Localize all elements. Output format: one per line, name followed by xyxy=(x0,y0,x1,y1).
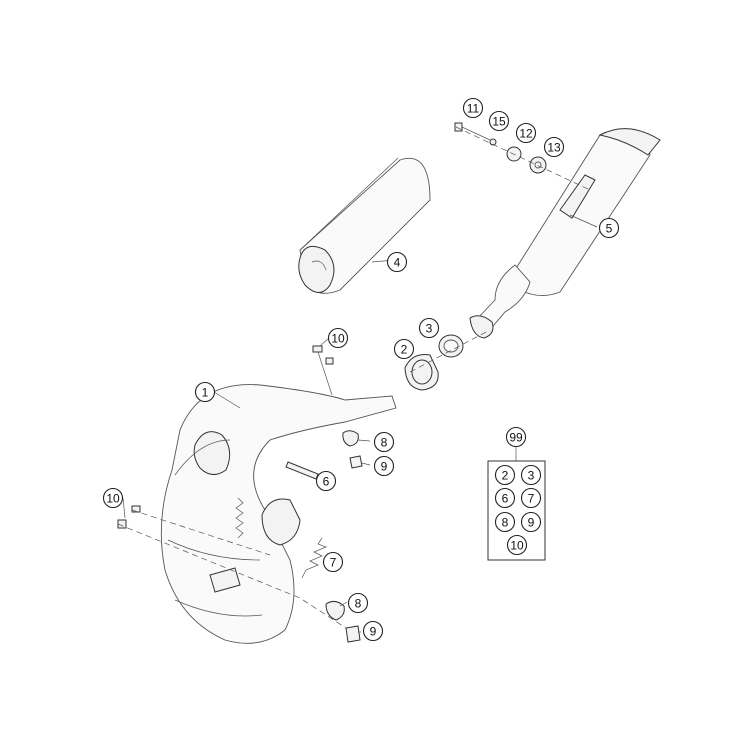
kit-item-circle xyxy=(520,511,542,533)
callout-c2: 2 xyxy=(393,338,415,360)
callout-label: 9 xyxy=(381,460,388,474)
kit-label-circle xyxy=(505,426,527,448)
callout-circle xyxy=(418,317,440,339)
callout-label: 12 xyxy=(519,127,533,141)
callout-c15: 15 xyxy=(488,110,510,132)
callout-c4: 4 xyxy=(386,251,408,273)
part-spring-upper xyxy=(235,497,244,539)
callout-circle xyxy=(102,487,124,509)
part-damper-upper xyxy=(342,430,363,469)
callout-label: 11 xyxy=(467,102,480,116)
part-exhaust-pipe xyxy=(160,384,397,644)
kit-item-label: 9 xyxy=(528,516,535,530)
callout-label: 10 xyxy=(106,492,120,506)
kit-item-circle xyxy=(520,487,542,509)
callout-label: 5 xyxy=(606,222,613,236)
kit-item-label: 3 xyxy=(528,469,535,483)
callout-c8a: 8 xyxy=(373,431,395,453)
callout-label: 4 xyxy=(394,256,401,270)
kit-item: 3 xyxy=(520,464,542,486)
assembly-lines xyxy=(117,126,591,629)
part-spring-lower xyxy=(301,537,327,579)
part-bolts-left xyxy=(117,505,141,529)
callout-circle xyxy=(315,470,337,492)
callout-label: 3 xyxy=(426,322,433,336)
callout-c13: 13 xyxy=(543,136,565,158)
kit-item: 6 xyxy=(494,487,516,509)
callout-circle xyxy=(327,327,349,349)
callout-label: 6 xyxy=(323,475,330,489)
callout-c5: 5 xyxy=(598,217,620,239)
kit-label-text: 99 xyxy=(509,431,523,445)
kit-item-circle xyxy=(520,464,542,486)
kit-item: 8 xyxy=(494,511,516,533)
callout-circle xyxy=(488,110,510,132)
callout-label: 8 xyxy=(355,597,362,611)
kit-item-circle xyxy=(506,534,528,556)
kit-item-circle xyxy=(494,464,516,486)
callout-label: 10 xyxy=(331,332,345,346)
kit-item-label: 7 xyxy=(528,492,535,506)
callout-circle xyxy=(347,592,369,614)
callout-circle xyxy=(322,551,344,573)
callout-circle xyxy=(373,431,395,453)
leader-lines xyxy=(122,214,598,633)
callout-circle xyxy=(515,122,537,144)
callout-label: 1 xyxy=(202,386,209,400)
part-bolts-top xyxy=(312,345,334,396)
kit-item-label: 8 xyxy=(502,516,509,530)
kit-item: 2 xyxy=(494,464,516,486)
callout-c10b: 10 xyxy=(102,487,124,509)
part-silencer xyxy=(469,128,661,339)
callout-circle xyxy=(598,217,620,239)
callout-c8b: 8 xyxy=(347,592,369,614)
callout-circle xyxy=(462,97,484,119)
kit-item-label: 10 xyxy=(510,539,524,553)
part-seal-sleeve xyxy=(404,354,439,391)
callout-c9b: 9 xyxy=(362,620,384,642)
kit-item: 9 xyxy=(520,511,542,533)
callout-label: 9 xyxy=(370,625,377,639)
callout-label: 2 xyxy=(401,343,408,357)
kit-item: 10 xyxy=(506,534,528,556)
callout-c6: 6 xyxy=(315,470,337,492)
part-silencer-fasteners xyxy=(454,122,547,174)
callout-label: 8 xyxy=(381,436,388,450)
callout-c9a: 9 xyxy=(373,455,395,477)
callout-label: 7 xyxy=(330,556,337,570)
part-pin xyxy=(285,461,319,480)
kit-item-label: 6 xyxy=(502,492,509,506)
kit-item-label: 2 xyxy=(502,469,509,483)
callout-c7: 7 xyxy=(322,551,344,573)
callout-c12: 12 xyxy=(515,122,537,144)
callout-c1: 1 xyxy=(194,381,216,403)
callout-label: 15 xyxy=(492,115,506,129)
callout-c3: 3 xyxy=(418,317,440,339)
callout-circle xyxy=(393,338,415,360)
callout-circle xyxy=(373,455,395,477)
kit-item: 7 xyxy=(520,487,542,509)
callout-label: 13 xyxy=(547,141,561,155)
callout-circle xyxy=(386,251,408,273)
kit-item-circle xyxy=(494,487,516,509)
callout-circle xyxy=(362,620,384,642)
kit-item-circle xyxy=(494,511,516,533)
callout-circle xyxy=(194,381,216,403)
part-damper-lower xyxy=(325,600,361,643)
kit-callouts: 99 2 3 6 7 8 9 10 xyxy=(494,426,542,556)
callout-circle xyxy=(543,136,565,158)
callout-c10a: 10 xyxy=(327,327,349,349)
callout-c11: 11 xyxy=(462,97,484,119)
kit-label: 99 xyxy=(505,426,527,448)
part-heat-shield-sleeve xyxy=(298,157,431,294)
